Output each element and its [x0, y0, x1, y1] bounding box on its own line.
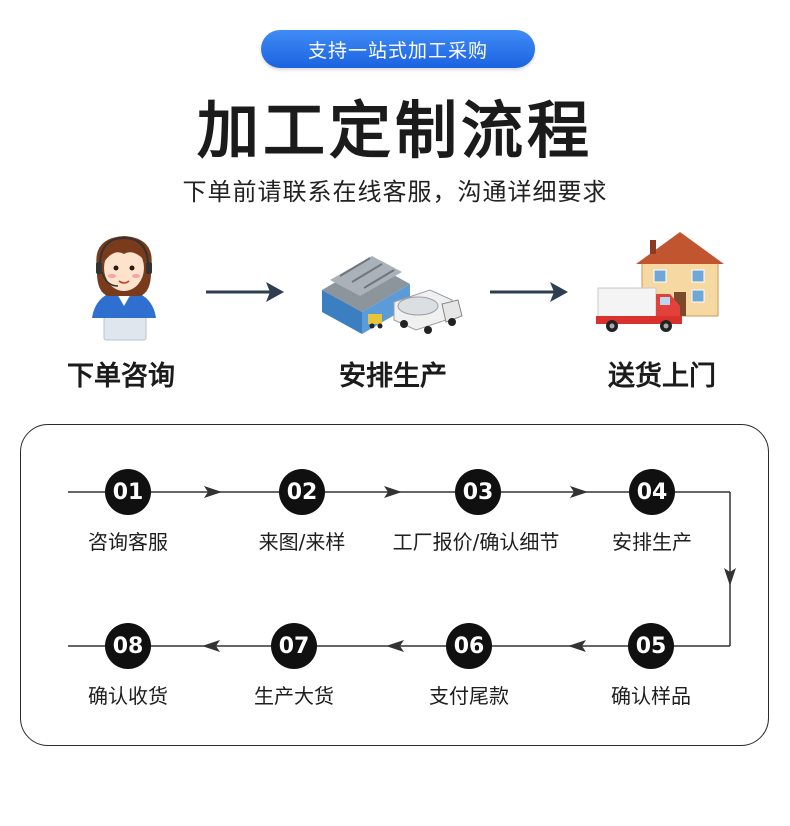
step-number-badge: 03: [455, 469, 501, 515]
step-number-badge: 02: [279, 469, 325, 515]
flow-arrow-icon: [206, 282, 284, 302]
factory-icon: [322, 256, 463, 334]
flow-arrow-icon: [490, 282, 568, 302]
top-step-label: 下单咨询: [67, 361, 175, 392]
step-number-badge: 06: [446, 623, 492, 669]
top-step-label: 安排生产: [339, 361, 447, 392]
step-label: 生产大货: [254, 684, 334, 708]
step-label: 来图/来样: [258, 530, 346, 554]
step-label: 支付尾款: [429, 684, 509, 708]
header-badge: 支持一站式加工采购: [261, 30, 535, 68]
delivery-house-icon: [596, 232, 724, 332]
step-number-badge: 07: [271, 623, 317, 669]
step-label: 工厂报价/确认细节: [392, 530, 560, 554]
customer-service-icon: [92, 236, 156, 341]
step-number-badge: 01: [105, 469, 151, 515]
step-label: 安排生产: [612, 530, 692, 554]
page-title: 加工定制流程: [196, 94, 593, 167]
step-label: 确认样品: [611, 684, 691, 708]
top-step-label: 送货上门: [608, 361, 716, 392]
step-number-badge: 04: [629, 469, 675, 515]
step-number-badge: 08: [105, 623, 151, 669]
page-subtitle: 下单前请联系在线客服，沟通详细要求: [182, 178, 608, 206]
step-label: 咨询客服: [88, 530, 168, 554]
step-number-badge: 05: [628, 623, 674, 669]
top-process-illustrations: [92, 232, 724, 341]
process-flow-panel: [20, 424, 769, 746]
step-label: 确认收货: [88, 684, 168, 708]
